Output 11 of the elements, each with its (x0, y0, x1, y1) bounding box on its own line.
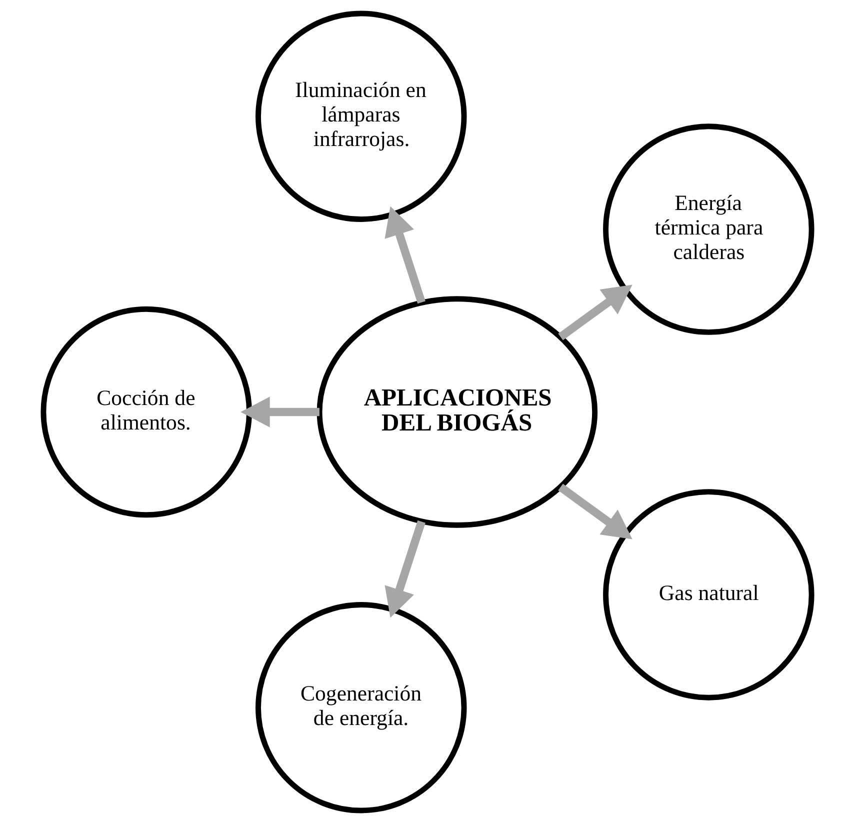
node-ellipse: APLICACIONES DEL BIOGÁS (316, 296, 598, 528)
node-circle: Gas natural (603, 489, 814, 700)
node-circle: Iluminación en lámparas infrarrojas. (256, 10, 467, 222)
node-circle: Cocción de alimentos. (40, 306, 252, 518)
arrow (240, 396, 320, 428)
node-circle: Energía térmica para calderas (603, 124, 814, 335)
arrow (558, 284, 632, 340)
node-circle: Cogeneración de energía. (256, 602, 467, 814)
arrow (384, 206, 426, 304)
arrow (558, 484, 632, 540)
arrow (384, 520, 426, 618)
